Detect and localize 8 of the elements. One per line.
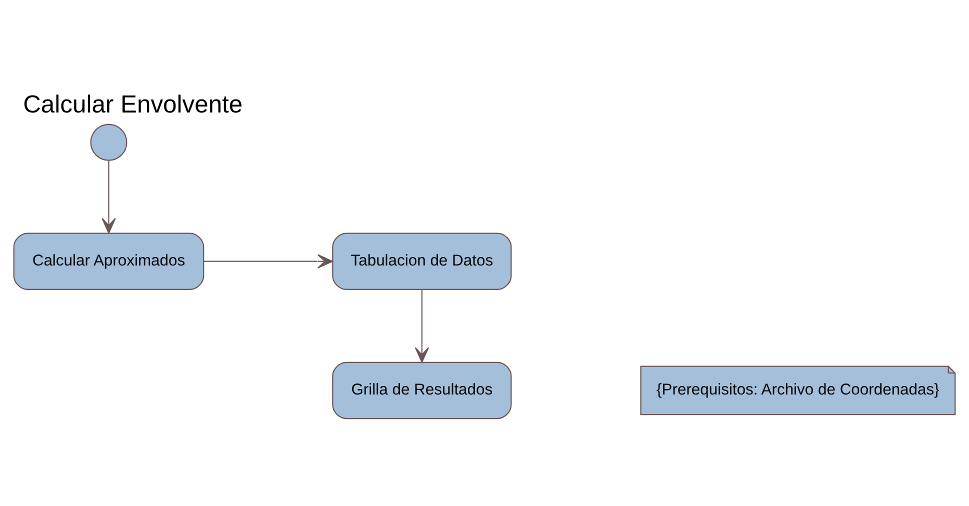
diagram-title: Calcular Envolvente bbox=[23, 91, 243, 118]
arrow bbox=[204, 254, 334, 268]
node-circle bbox=[90, 123, 128, 160]
node-box: Grilla de Resultados bbox=[332, 361, 512, 419]
arrow bbox=[102, 160, 116, 234]
node-box: Tabulacion de Datos bbox=[332, 232, 512, 290]
arrow bbox=[414, 289, 430, 362]
node-box: Calcular Aproximados bbox=[13, 232, 204, 290]
